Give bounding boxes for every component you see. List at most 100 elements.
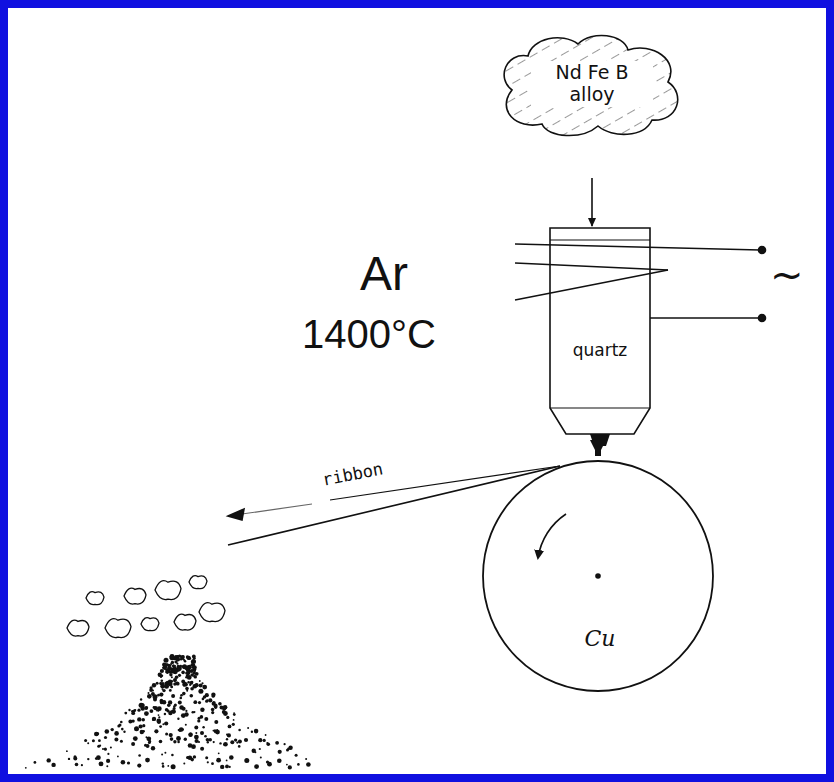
- flake: [189, 576, 207, 589]
- powder-grain: [295, 754, 298, 757]
- powder-grain: [219, 742, 221, 744]
- powder-grain: [190, 694, 194, 698]
- powder-grain: [153, 694, 158, 699]
- powder-grain: [207, 761, 209, 763]
- powder-grain: [134, 726, 139, 731]
- powder-grain: [148, 692, 150, 694]
- powder-grain: [161, 675, 163, 677]
- powder-grain: [259, 748, 261, 750]
- powder-grain: [179, 727, 184, 732]
- terminal: [759, 247, 766, 254]
- powder-grain: [213, 729, 216, 732]
- powder-grain: [288, 746, 292, 750]
- flake: [155, 581, 181, 600]
- powder-grain: [148, 741, 151, 744]
- powder-grain: [81, 764, 83, 766]
- powder-grain: [183, 763, 185, 765]
- powder-grain: [157, 710, 159, 712]
- powder-grain: [105, 729, 110, 734]
- powder-grain: [145, 706, 148, 709]
- powder-grain: [286, 749, 289, 752]
- powder-grain: [193, 657, 196, 660]
- powder-grain: [176, 736, 181, 741]
- powder-grain: [171, 680, 173, 682]
- powder-grain: [120, 740, 123, 743]
- powder-grain: [138, 754, 141, 757]
- powder-grain: [147, 694, 152, 699]
- powder-grain: [68, 758, 70, 760]
- powder-grain: [223, 711, 228, 716]
- powder-grain: [184, 738, 187, 741]
- cloud-shape: Nd Fe B alloy: [492, 30, 684, 140]
- powder-grain: [182, 707, 186, 711]
- powder-grain: [230, 740, 234, 744]
- powder-grain: [211, 711, 214, 714]
- powder-grain: [208, 738, 212, 742]
- powder-grain: [198, 741, 200, 743]
- powder-grain: [137, 709, 140, 712]
- powder-grain: [204, 717, 208, 721]
- powder-grain: [267, 742, 271, 746]
- powder-grain: [92, 739, 95, 742]
- powder-grain: [164, 752, 166, 754]
- powder-grain: [178, 701, 182, 705]
- flake: [86, 592, 104, 605]
- powder-grain: [192, 711, 195, 714]
- powder-grain: [171, 676, 173, 678]
- powder-grain: [158, 714, 160, 716]
- powder-grain: [182, 682, 187, 687]
- powder-grain: [162, 765, 165, 768]
- powder-grain: [180, 655, 184, 659]
- flake: [67, 620, 89, 636]
- powder-grain: [190, 687, 194, 691]
- coil-wire: [515, 244, 760, 250]
- powder-grain: [114, 737, 118, 741]
- powder-grain: [47, 758, 51, 762]
- powder-grain: [133, 736, 138, 741]
- powder-grain: [258, 738, 262, 742]
- powder-grain: [150, 686, 153, 689]
- ribbon-arrowhead: [228, 509, 244, 520]
- powder-grain: [140, 730, 144, 734]
- powder-grain: [214, 707, 216, 709]
- powder-grain: [97, 745, 100, 748]
- powder-grain: [166, 672, 168, 674]
- powder-grain: [286, 764, 288, 766]
- powder-grain: [114, 731, 119, 736]
- powder-grain: [160, 669, 164, 673]
- powder-grain: [51, 763, 55, 767]
- powder-grain: [175, 682, 178, 685]
- powder-grain: [233, 713, 236, 716]
- powder-grain: [190, 758, 194, 762]
- powder-grain: [183, 684, 186, 687]
- powder-grain: [267, 762, 272, 767]
- powder-grain: [171, 764, 176, 769]
- gas-label: Ar: [360, 250, 408, 298]
- powder-grain: [159, 725, 162, 728]
- powder-grain: [184, 712, 188, 716]
- powder-grain: [212, 695, 215, 698]
- powder-grain: [148, 695, 151, 698]
- powder-grain: [106, 759, 110, 763]
- powder-grain: [226, 716, 229, 719]
- powder-grain: [173, 707, 176, 710]
- powder-grain: [223, 742, 228, 747]
- powder-grain: [170, 663, 172, 665]
- powder-grain: [189, 684, 191, 686]
- powder-grain: [141, 718, 145, 722]
- powder-grain: [266, 742, 268, 744]
- powder-grain: [87, 758, 89, 760]
- powder-grain: [227, 733, 231, 737]
- powder-grain: [131, 719, 134, 722]
- powder-grain: [211, 762, 214, 765]
- powder-grain: [232, 723, 235, 726]
- powder-grain: [96, 732, 99, 735]
- powder-grain: [95, 757, 98, 760]
- powder-grain: [151, 746, 155, 750]
- powder-grain: [305, 758, 307, 760]
- powder-grain: [193, 700, 197, 704]
- powder-grain: [171, 754, 174, 757]
- powder-grain: [176, 655, 179, 658]
- powder-grain: [106, 765, 108, 767]
